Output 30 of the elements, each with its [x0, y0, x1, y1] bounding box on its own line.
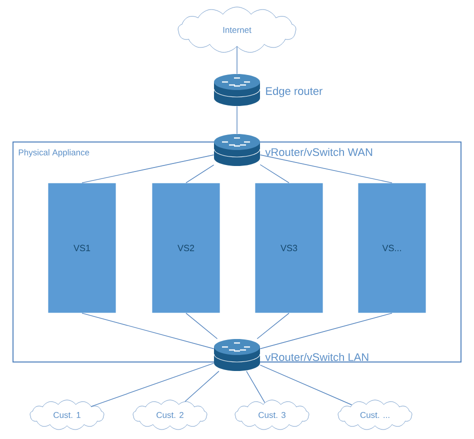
router-label: vRouter/vSwitch LAN — [265, 352, 368, 362]
cloud: Cust. 3 — [234, 400, 310, 430]
connector-line — [260, 364, 352, 406]
appliance-frame — [12, 142, 462, 362]
cloud: Cust. 2 — [132, 400, 208, 430]
connector-line — [260, 154, 392, 184]
server-box: VS... — [358, 182, 426, 314]
connector-line — [184, 370, 220, 402]
frame-title: Physical Appliance — [18, 149, 90, 158]
connector-line — [256, 312, 290, 340]
connector-line — [260, 164, 290, 184]
server-box: VS1 — [48, 182, 116, 314]
router-icon — [214, 338, 260, 371]
router-icon — [214, 74, 260, 106]
cloud: Cust. ... — [338, 400, 412, 430]
connector-line — [90, 362, 214, 407]
router-label: Edge router — [266, 86, 322, 98]
connector-line — [246, 370, 266, 403]
server-box: VS2 — [152, 182, 220, 314]
router-icon — [214, 134, 260, 166]
cloud: Internet — [178, 6, 296, 53]
connector-line — [186, 312, 218, 340]
connector-line — [260, 312, 392, 350]
router-label: vRouter/vSwitch WAN — [265, 148, 372, 156]
server-box: VS3 — [254, 182, 324, 314]
connector-line — [82, 154, 214, 184]
connector-line — [82, 312, 214, 350]
connector-line — [186, 164, 214, 184]
cloud: Cust. 1 — [30, 400, 104, 430]
connector-line — [236, 106, 238, 134]
